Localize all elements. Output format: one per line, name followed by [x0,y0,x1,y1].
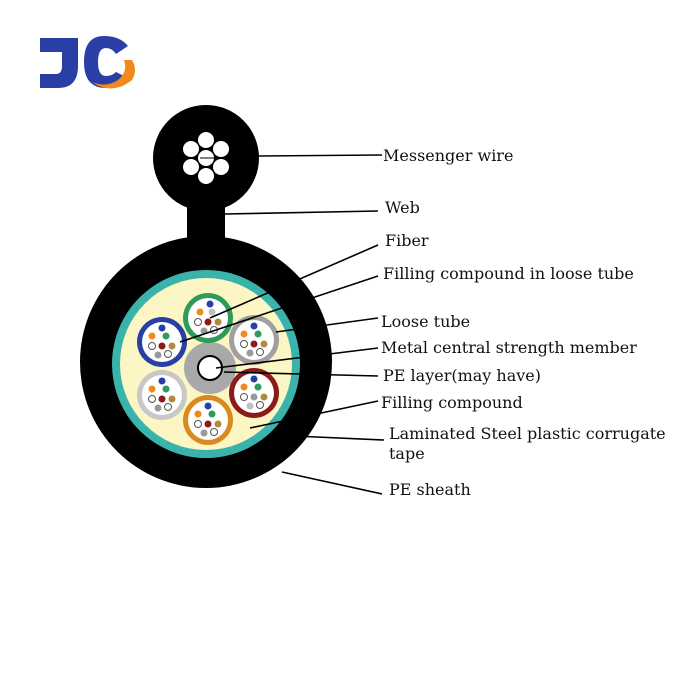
loose-tube [183,293,233,343]
leader-fiber [209,244,379,319]
messenger-wire-strands [183,132,229,184]
label-laminated-tape-line2: tape [389,444,425,463]
label-filling-compound: Filling compound [381,393,523,412]
messenger-wire-unit [153,105,259,255]
loose-tube [229,315,279,365]
leader-lines [179,154,385,495]
label-web: Web [385,198,420,217]
leader-pe-sheath [281,471,383,495]
label-filling-compound-loose-tube: Filling compound in loose tube [383,264,634,283]
label-messenger-wire: Messenger wire [383,146,513,165]
labels: Messenger wire Web Fiber Filling compoun… [381,146,666,499]
logo-swoosh [92,60,135,89]
label-pe-sheath: PE sheath [389,480,471,499]
leader-pe-layer [223,371,379,377]
loose-tube [137,370,187,420]
leader-web [223,210,379,215]
label-metal-central-strength-member: Metal central strength member [381,338,637,357]
leader-filling-compound [249,400,379,429]
loose-tube [137,317,187,367]
leader-metal-central-strength-member [215,347,379,369]
label-laminated-tape-line1: Laminated Steel plastic corrugate [389,424,666,443]
logo-letter-j [40,38,78,88]
logo-letter-g [84,36,128,88]
jg-logo [40,36,135,89]
loose-tubes [137,293,279,445]
main-cable [80,236,332,488]
leader-filling-compound-loose-tube [179,275,379,343]
leader-messenger-wire [257,154,383,157]
label-fiber: Fiber [385,231,429,250]
leader-laminated-tape [293,435,385,441]
label-loose-tube: Loose tube [381,312,470,331]
loose-tube [183,395,233,445]
loose-tube [229,368,279,418]
leader-loose-tube [275,317,379,333]
label-pe-layer: PE layer(may have) [383,366,541,385]
